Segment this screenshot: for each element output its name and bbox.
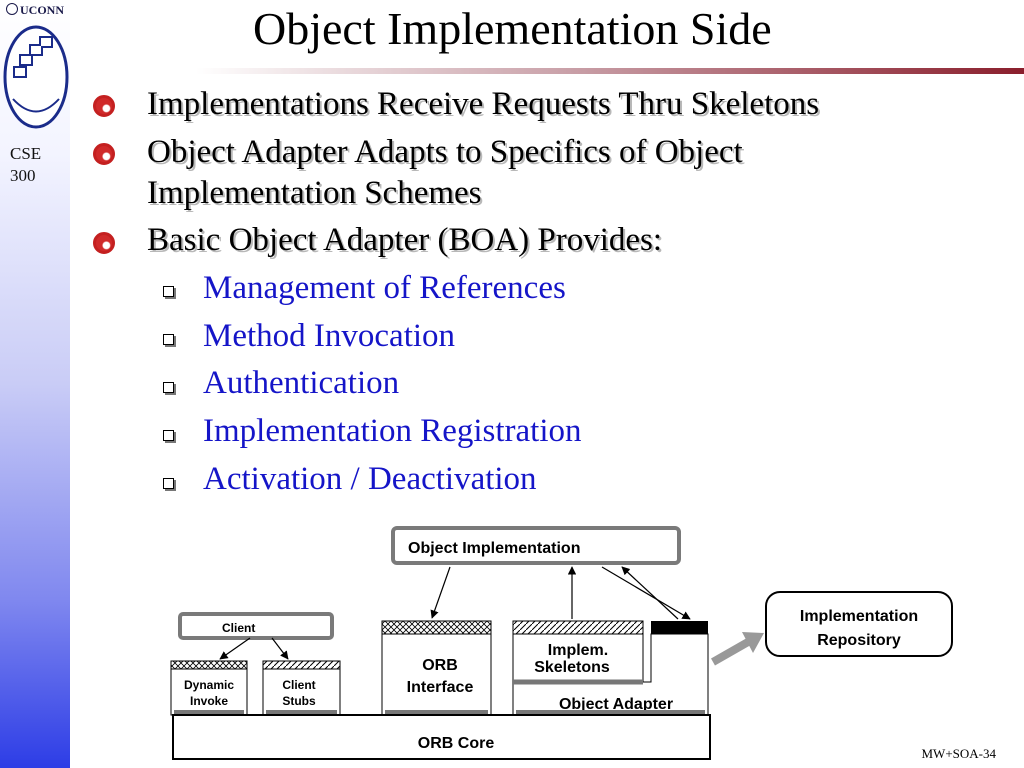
client-box: Client	[178, 612, 334, 640]
object-implementation-label: Object Implementation	[408, 540, 580, 557]
bullet-icon	[93, 95, 115, 117]
object-adapter-label: Object Adapter	[559, 696, 673, 713]
orb-interface-label-2: Interface	[407, 679, 474, 696]
orb-interface-box: ORB Interface	[381, 620, 492, 716]
square-bullet-icon	[163, 382, 174, 393]
sub-bullet-4: Implementation Registration	[203, 413, 582, 449]
uconn-label: UCONN	[6, 3, 64, 18]
bullet-2-line-1: Object Adapter Adapts to Specifics of Ob…	[147, 134, 743, 170]
sidebar: UCONN CSE 300	[0, 0, 70, 768]
skeleton-adapter-group: Implem. Skeletons Object Adapter	[512, 620, 709, 716]
orb-core-box: ORB Core	[172, 714, 711, 760]
orb-interface-label-1: ORB	[422, 657, 458, 674]
dynamic-invoke-label-1: Dynamic	[184, 678, 234, 692]
square-bullet-icon	[163, 334, 174, 345]
dynamic-invoke-box: Dynamic Invoke	[170, 660, 248, 716]
client-stubs-box: Client Stubs	[262, 660, 341, 716]
square-bullet-icon	[163, 430, 174, 441]
impl-to-adapter-arrow	[601, 566, 691, 620]
object-implementation-box: Object Implementation	[391, 526, 681, 565]
orb-core-label: ORB Core	[418, 735, 495, 752]
dynamic-invoke-label-2: Invoke	[190, 694, 228, 708]
orb-architecture-diagram: Object Implementation Client Dynamic Inv…	[170, 526, 953, 760]
adapter-to-repository-arrow	[711, 632, 764, 666]
client-label: Client	[222, 621, 255, 635]
client-stubs-label-1: Client	[282, 678, 315, 692]
sub-bullet-3: Authentication	[203, 365, 400, 401]
skeletons-label-2: Skeletons	[534, 659, 610, 676]
skeletons-label-1: Implem.	[548, 642, 608, 659]
adapter-to-impl-arrow	[621, 566, 679, 620]
course-label: CSE 300	[10, 143, 41, 187]
uconn-seal-icon	[6, 3, 18, 15]
course-line-1: CSE	[10, 144, 42, 163]
sub-bullet-1: Management of References	[203, 270, 566, 306]
repository-label-1: Implementation	[800, 608, 918, 625]
course-line-2: 300	[10, 166, 36, 185]
cse-logo-icon	[3, 25, 69, 129]
client-to-stubs-arrow	[271, 637, 289, 660]
repository-label-2: Repository	[817, 632, 901, 649]
client-to-dynamic-arrow	[219, 637, 251, 660]
square-bullet-icon	[163, 478, 174, 489]
title-rule	[196, 68, 1024, 74]
bullet-3: Basic Object Adapter (BOA) Provides:	[147, 222, 663, 258]
sub-bullet-2: Method Invocation	[203, 318, 456, 354]
bullet-icon	[93, 232, 115, 254]
square-bullet-icon	[163, 286, 174, 297]
impl-to-orb-interface-arrow	[430, 566, 451, 619]
slide-number: MW+SOA-34	[921, 746, 997, 761]
bullet-1: Implementations Receive Requests Thru Sk…	[147, 86, 820, 122]
client-stubs-label-2: Stubs	[282, 694, 316, 708]
implementation-repository-box: Implementation Repository	[765, 591, 953, 657]
page-title: Object Implementation Side	[253, 3, 772, 54]
bullet-2-line-2: Implementation Schemes	[147, 175, 482, 211]
bullet-icon	[93, 143, 115, 165]
sub-bullet-5: Activation / Deactivation	[203, 461, 537, 497]
